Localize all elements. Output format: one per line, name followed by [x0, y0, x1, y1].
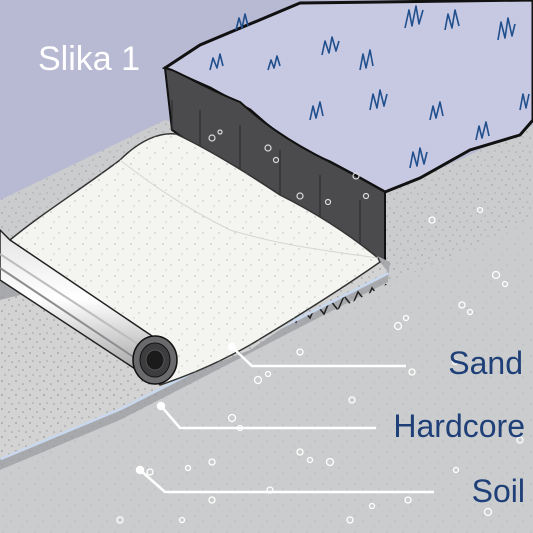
soil-label: Soil: [471, 473, 525, 509]
sand-label: Sand: [448, 345, 523, 381]
leader-soil: [135, 465, 434, 494]
grass-blades: [209, 5, 530, 169]
membrane-roll: [0, 228, 178, 385]
leader-hardcore: [156, 401, 376, 430]
leader-sand: [227, 342, 406, 368]
figure-title: Slika 1: [38, 40, 141, 78]
leader-lines: [135, 342, 434, 494]
hardcore-label: Hardcore: [393, 408, 525, 444]
